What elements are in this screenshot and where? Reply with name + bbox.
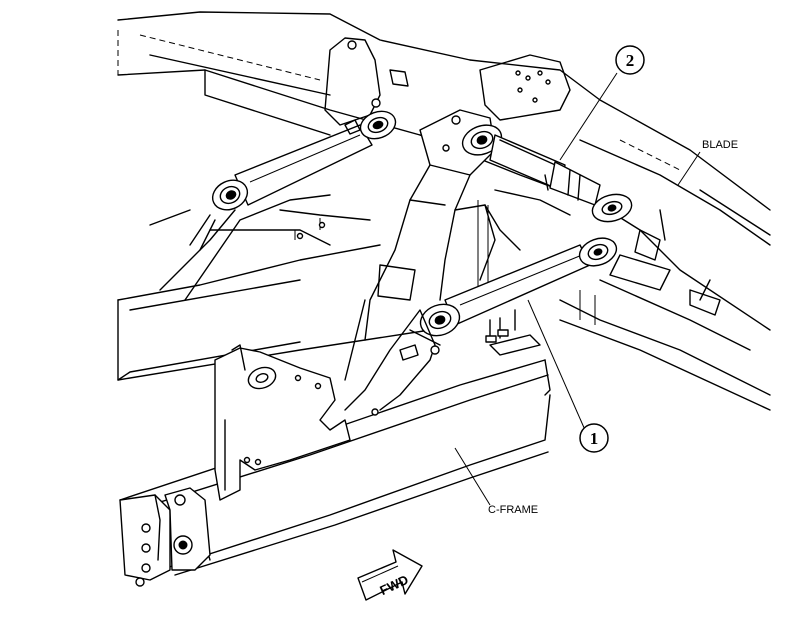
callout-1-number: 1	[590, 429, 599, 448]
upper-mount-bracket	[324, 37, 571, 126]
cylinder-1	[419, 237, 618, 356]
center-bracket	[364, 109, 571, 341]
c-frame-structure	[119, 299, 551, 587]
callout-1: 1	[579, 423, 609, 453]
left-upper-cylinder	[189, 110, 397, 251]
blade-label: BLADE	[702, 139, 738, 151]
upper-frame-structure	[117, 11, 471, 381]
callout-2: 2	[615, 45, 645, 75]
c-frame-label: C-FRAME	[488, 504, 538, 516]
leader-lines	[454, 72, 701, 506]
blade-structure	[419, 59, 771, 411]
cylinder-2	[461, 124, 633, 223]
callout-2-number: 2	[626, 51, 635, 70]
fwd-arrow: FWD	[357, 549, 423, 601]
